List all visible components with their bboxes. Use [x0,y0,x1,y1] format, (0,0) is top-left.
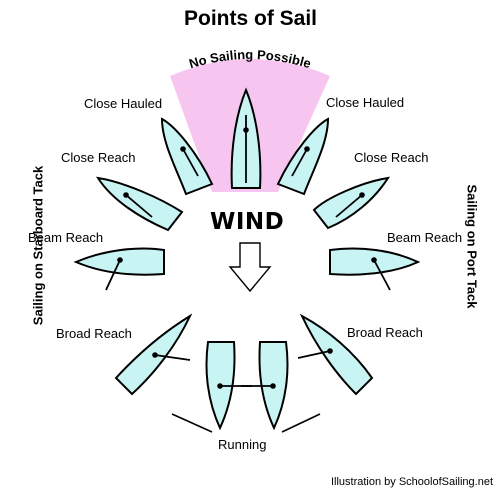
illustration-credit: Illustration by SchoolofSailing.net [330,476,493,488]
boat-head-to-wind [230,87,262,189]
boat-broad-reach-port [297,313,374,396]
boat-beam-reach-starboard [73,247,165,291]
side-label-starboard-tack: Sailing on Starboard Tack [30,165,46,326]
label-beam-reach-port: Beam Reach [387,230,463,245]
boat-broad-reach-starboard [114,313,193,396]
wind-label: WIND [210,209,285,235]
boat-close-hauled-starboard [160,117,214,196]
boat-beam-reach-port [329,247,421,291]
boat-close-reach-port [312,176,391,230]
label-broad-reach-port: Broad Reach [347,325,423,340]
page-title: Points of Sail [183,7,317,30]
label-close-hauled-port: Close Hauled [326,95,405,110]
boat-running-starboard [205,341,252,431]
label-broad-reach-starboard: Broad Reach [56,326,132,341]
running-callout-lines [171,413,321,433]
label-beam-reach-starboard: Beam Reach [28,230,104,245]
label-running: Running [218,437,267,452]
boat-close-hauled-port [276,117,330,196]
side-label-port-tack: Sailing on Port Tack [464,184,480,309]
label-close-hauled-starboard: Close Hauled [84,96,163,111]
boat-close-reach-starboard [95,176,184,232]
label-close-reach-starboard: Close Reach [61,150,136,165]
wind-arrow-icon [228,242,272,293]
boat-running-port [241,341,289,431]
label-close-reach-port: Close Reach [354,150,429,165]
